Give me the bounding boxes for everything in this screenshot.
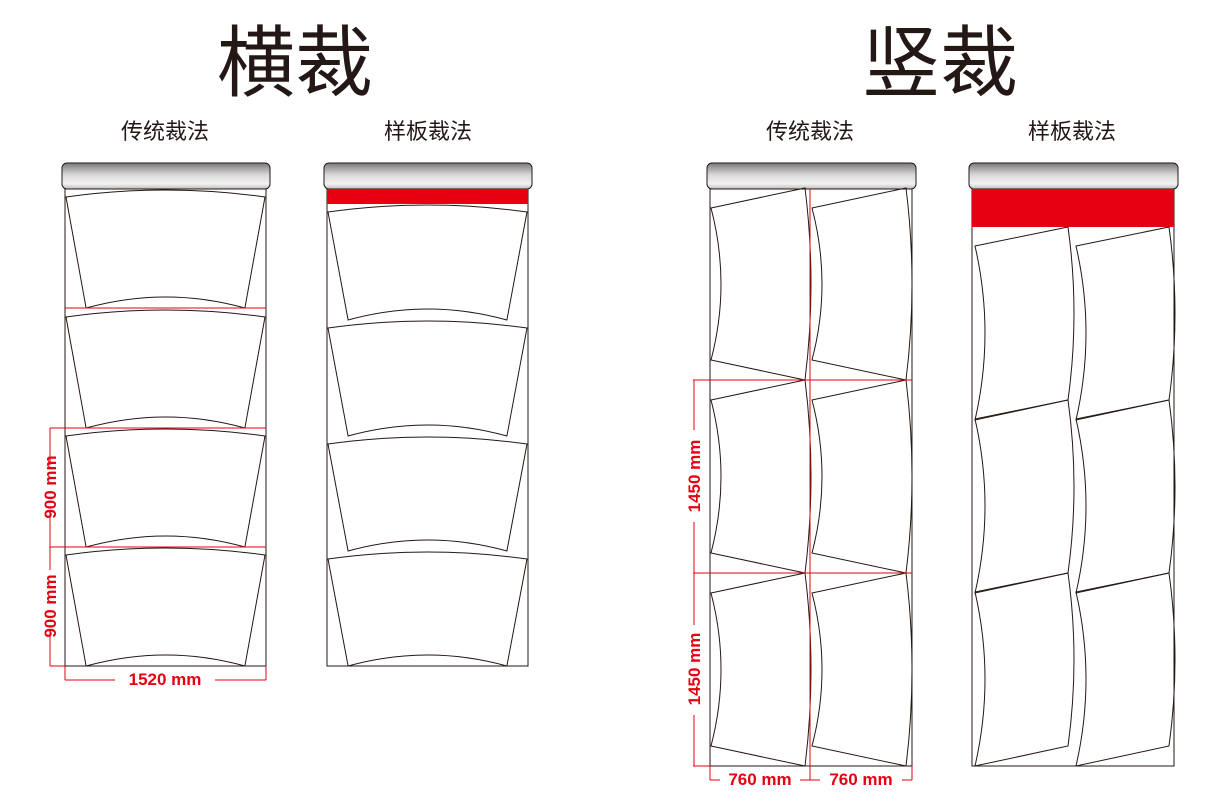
section-title-vertical: 竖裁 (862, 19, 1018, 109)
pattern-piece (811, 572, 913, 767)
pattern-piece (65, 428, 266, 548)
pattern-piece (710, 572, 812, 767)
panel-label-horizontal-template: 样板裁法 (384, 120, 472, 145)
dim-width-right: 760 mm (829, 770, 892, 789)
fabric-sheet (326, 188, 529, 667)
template-strip (972, 189, 1174, 227)
dim-height-2: 1450 mm (685, 633, 704, 706)
pattern-piece (65, 189, 266, 309)
pattern-piece (1075, 572, 1176, 767)
dim-height-2: 900 mm (41, 574, 60, 637)
panel-label-horizontal-traditional: 传统裁法 (121, 120, 209, 145)
template-strip (327, 189, 528, 204)
roller (61, 162, 271, 190)
roller (968, 162, 1179, 190)
pattern-piece (327, 320, 528, 437)
dim-height-1: 1450 mm (685, 440, 704, 513)
dim-height-1: 900 mm (41, 455, 60, 518)
section-title-horizontal: 横裁 (217, 19, 373, 109)
dim-width-left: 760 mm (728, 770, 791, 789)
roller (323, 162, 533, 190)
panel-label-vertical-template: 样板裁法 (1028, 120, 1116, 145)
pattern-piece (327, 204, 528, 321)
pattern-piece (327, 551, 528, 667)
dim-width: 1520 mm (129, 670, 202, 689)
panel-label-vertical-traditional: 传统裁法 (766, 120, 854, 145)
pattern-piece (327, 436, 528, 552)
pattern-piece (65, 547, 266, 667)
pattern-piece (65, 309, 266, 429)
pattern-piece (974, 572, 1075, 767)
roller (706, 162, 917, 190)
